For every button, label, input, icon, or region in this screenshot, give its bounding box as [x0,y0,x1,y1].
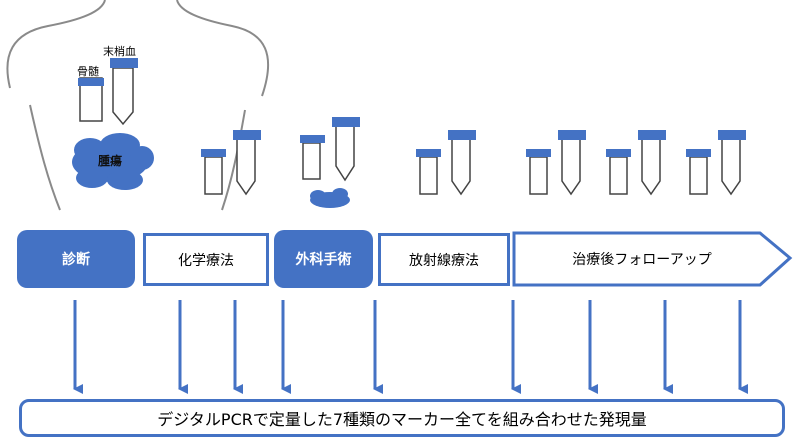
bone-marrow-tube-icon [78,77,104,122]
followup-tubes-2-icon [606,130,666,196]
tumor-label: 腫瘍 [98,154,123,168]
peripheral-blood-tube-icon [110,58,138,126]
followup-tubes-3-icon [686,130,746,196]
radiation-tubes-icon [416,130,476,196]
result-box: デジタルPCRで定量した7種類のマーカー全てを組み合わせた発現量 [19,399,785,437]
step-surgery: 外科手術 [274,230,373,288]
tumor-icon [72,133,154,190]
surgery-tubes-icon [300,117,360,182]
step-followup: 治療後フォローアップ [572,252,712,268]
bone-marrow-label: 骨髄 [77,65,99,78]
small-tumor-icon [310,188,350,208]
peripheral-blood-label: 末梢血 [103,45,136,58]
followup-tubes-1-icon [526,130,586,196]
down-arrows [73,300,748,394]
followup-arrow-shape [512,231,793,287]
body-outline [6,0,270,211]
step-radiotherapy: 放射線療法 [378,233,510,286]
chemo-tubes-icon [201,130,261,196]
step-diagnosis: 診断 [17,230,135,288]
step-chemotherapy: 化学療法 [143,233,269,286]
